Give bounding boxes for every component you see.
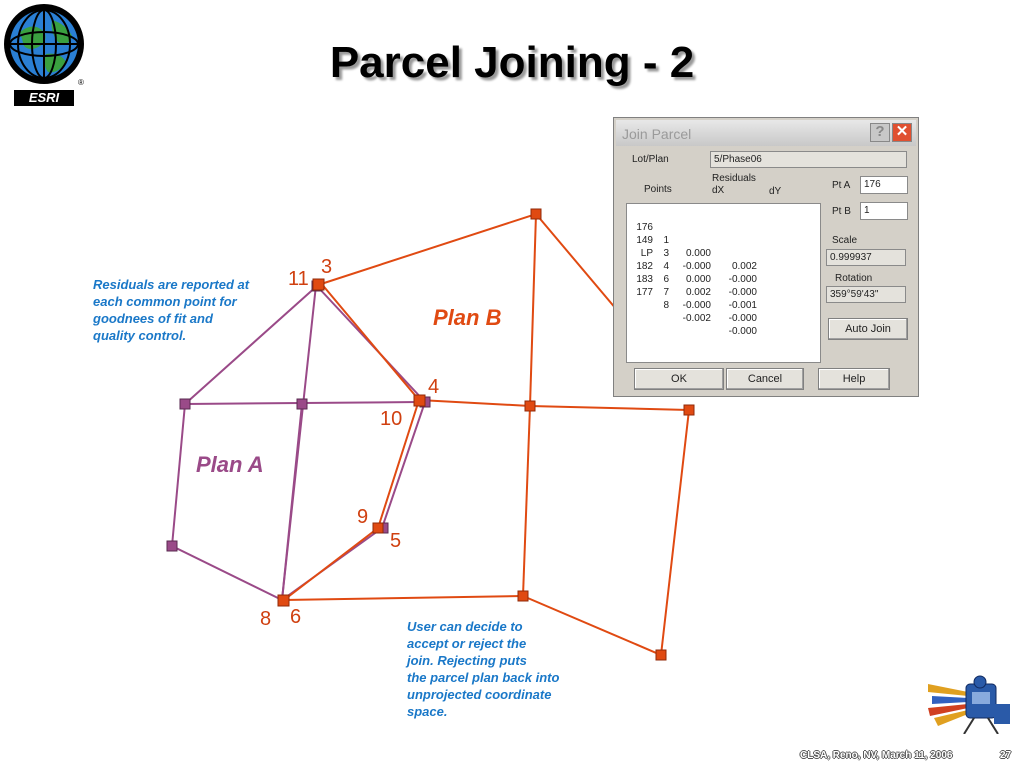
list-item[interactable]: 177 8 -0.002 -0.000 xyxy=(636,287,757,337)
cancel-button[interactable]: Cancel xyxy=(726,368,804,390)
ok-button[interactable]: OK xyxy=(634,368,724,390)
point-label-10: 10 xyxy=(380,408,403,430)
rotation-field: 359°59'43" xyxy=(826,286,906,303)
pta-label: Pt A xyxy=(832,180,851,191)
page-number: 27 xyxy=(1000,750,1012,761)
auto-join-button[interactable]: Auto Join xyxy=(828,318,908,340)
plan-b-label: Plan B xyxy=(433,305,502,330)
residuals-note: Residuals are reported at each common po… xyxy=(93,277,250,343)
plan-b-lines xyxy=(283,212,690,657)
point-label-5: 5 xyxy=(390,530,402,552)
surveyor-icon xyxy=(928,675,1010,734)
list-item[interactable]: 149 3 -0.000 -0.000 xyxy=(636,235,757,285)
esri-wordmark: ESRI xyxy=(14,90,74,106)
point-label-3: 3 xyxy=(321,256,333,278)
lotplan-field: 5/Phase06 xyxy=(710,151,907,168)
dy-header: dY xyxy=(769,186,782,197)
point-label-8: 8 xyxy=(260,608,272,630)
plan-b-points xyxy=(277,208,695,661)
residuals-list[interactable]: 176 1 0.000 0.002 149 3 -0.000 -0.000 LP… xyxy=(626,203,821,363)
point-label-11: 11 xyxy=(288,268,309,290)
rotation-label: Rotation xyxy=(835,273,873,284)
point-label-6: 6 xyxy=(290,606,302,628)
globe-icon xyxy=(4,4,84,84)
point-label-9: 9 xyxy=(357,506,369,528)
list-item[interactable]: 182 6 0.002 -0.001 xyxy=(636,261,757,311)
residuals-header: Residuals xyxy=(712,173,756,184)
help-icon[interactable]: ? xyxy=(870,123,890,142)
list-item[interactable]: 176 1 0.000 0.002 xyxy=(636,222,757,272)
lotplan-label: Lot/Plan xyxy=(632,154,669,165)
scale-field: 0.999937 xyxy=(826,249,906,266)
dx-header: dX xyxy=(712,185,725,196)
esri-logo: ® ESRI xyxy=(2,2,86,106)
close-icon[interactable]: ✕ xyxy=(892,123,912,142)
plan-a-label: Plan A xyxy=(196,452,264,477)
join-parcel-dialog: Join Parcel ? ✕ Lot/Plan 5/Phase06 Resid… xyxy=(613,117,919,397)
list-item[interactable]: 183 7 -0.000 -0.000 xyxy=(636,274,757,324)
ptb-field[interactable]: 1 xyxy=(860,202,908,220)
dialog-title: Join Parcel xyxy=(622,126,692,142)
scale-label: Scale xyxy=(832,235,858,246)
list-item[interactable]: LP 4 0.000 -0.000 xyxy=(640,248,757,298)
dialog-titlebar[interactable]: Join Parcel ? ✕ xyxy=(616,120,916,146)
point-label-4: 4 xyxy=(428,376,440,398)
slide-title: Parcel Joining - 2 xyxy=(329,38,695,87)
registered-mark: ® xyxy=(78,78,84,87)
footer-text: CLSA, Reno, NV, March 11, 2006 xyxy=(800,750,953,761)
ptb-label: Pt B xyxy=(832,206,851,217)
pta-field[interactable]: 176 xyxy=(860,176,908,194)
user-decision-note: User can decide to accept or reject the … xyxy=(407,619,560,719)
points-header: Points xyxy=(644,184,672,195)
help-button[interactable]: Help xyxy=(818,368,890,390)
